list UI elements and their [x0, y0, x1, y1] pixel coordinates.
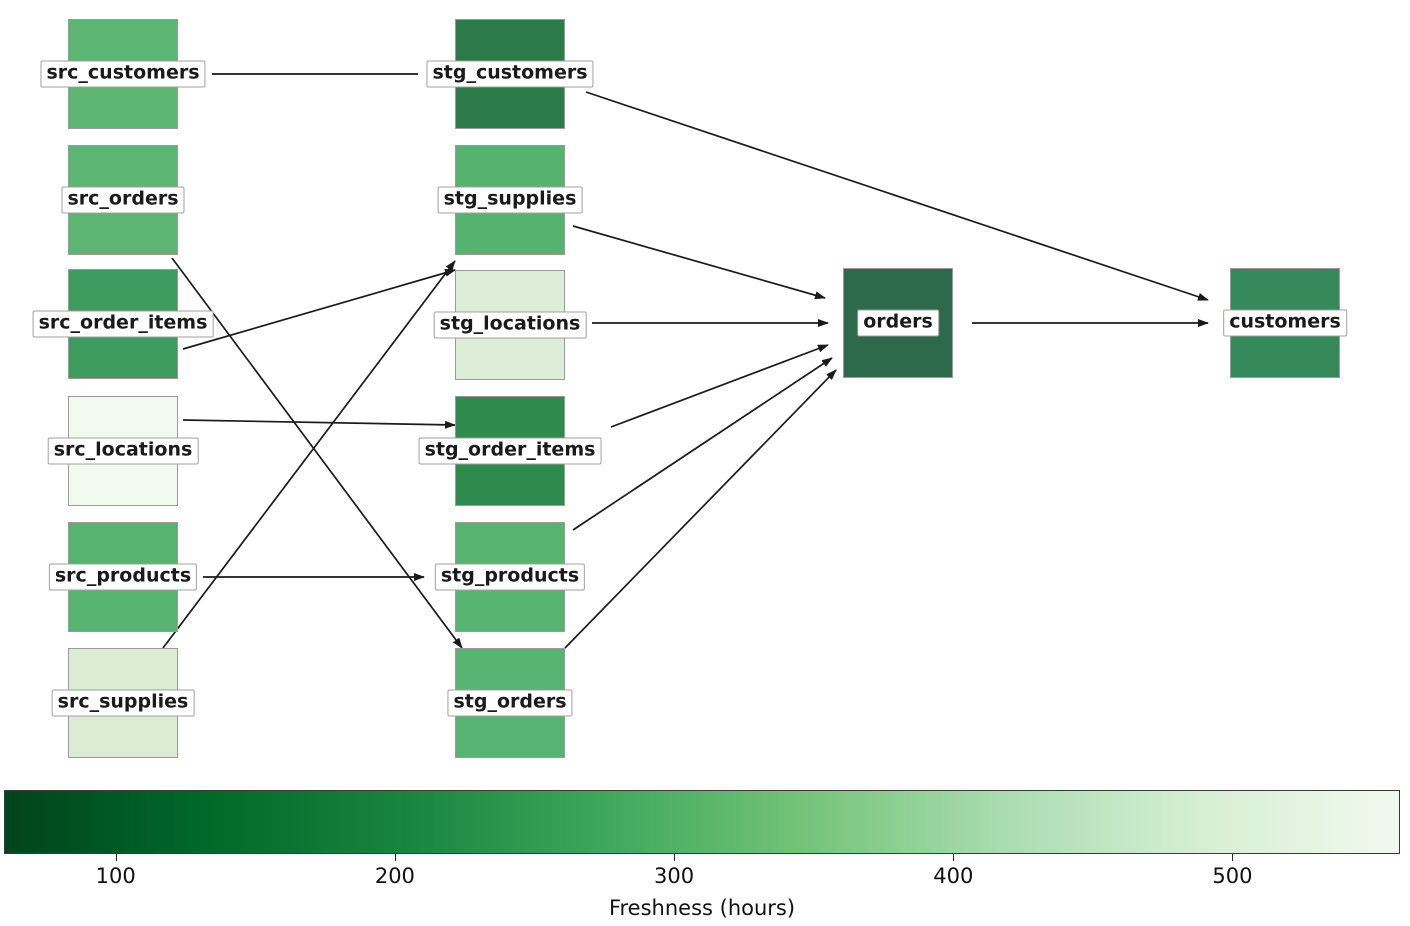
- colorbar-tick-300: [674, 854, 676, 861]
- colorbar-tick-label-400: 400: [933, 864, 974, 888]
- edge-src_order_items-stg_locations: [182, 268, 456, 350]
- colorbar-title: Freshness (hours): [608, 896, 796, 920]
- node-label-stg_locations: stg_locations: [433, 311, 587, 339]
- colorbar-tick-label-300: 300: [654, 864, 695, 888]
- node-label-stg_orders: stg_orders: [447, 689, 573, 717]
- colorbar-tick-500: [1232, 854, 1234, 861]
- edge-stg_orders-orders: [564, 369, 837, 649]
- node-label-src_supplies: src_supplies: [51, 689, 195, 717]
- edge-stg_products-orders: [572, 357, 833, 531]
- node-label-stg_products: stg_products: [434, 563, 586, 591]
- colorbar-tick-label-100: 100: [95, 864, 136, 888]
- edge-stg_supplies-orders: [572, 225, 826, 300]
- colorbar-tick-200: [394, 854, 396, 861]
- node-label-stg_supplies: stg_supplies: [437, 186, 583, 214]
- node-label-src_customers: src_customers: [40, 60, 206, 88]
- node-label-orders: orders: [857, 309, 939, 337]
- edge-stg_order_items-orders: [610, 344, 829, 428]
- edge-src_locations-stg_order_items: [182, 419, 456, 429]
- node-label-src_orders: src_orders: [61, 186, 185, 214]
- node-label-src_products: src_products: [48, 563, 198, 591]
- colorbar: [4, 790, 1400, 854]
- node-label-src_order_items: src_order_items: [32, 310, 214, 338]
- colorbar-tick-400: [953, 854, 955, 861]
- colorbar-tick-label-500: 500: [1212, 864, 1253, 888]
- node-label-stg_order_items: stg_order_items: [418, 437, 602, 465]
- node-label-customers: customers: [1223, 309, 1347, 337]
- node-label-stg_customers: stg_customers: [426, 60, 594, 88]
- node-label-src_locations: src_locations: [47, 437, 199, 465]
- colorbar-tick-100: [115, 854, 117, 861]
- colorbar-tick-label-200: 200: [374, 864, 415, 888]
